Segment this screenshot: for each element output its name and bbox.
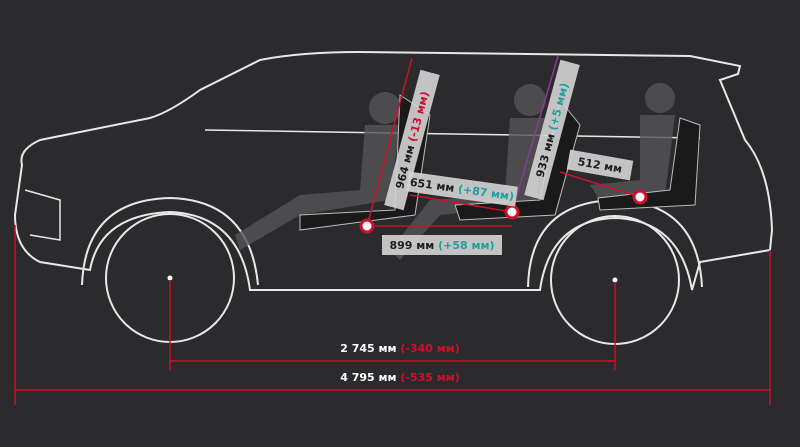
wheelbase-label: 2 745 мм (-340 мм) (340, 342, 460, 355)
svg-text:899 мм (+58 мм): 899 мм (+58 мм) (389, 239, 494, 252)
front-to-second-label: 899 мм (+58 мм) (382, 235, 502, 255)
front-bumper (24, 189, 61, 241)
car-body-outline (13, 50, 774, 291)
window-line (204, 129, 701, 139)
front-axle-dot (167, 275, 173, 281)
rear-axle-dot (612, 277, 618, 283)
overall-length-label: 4 795 мм (-535 мм) (340, 371, 460, 384)
dimension-lines (14, 55, 771, 405)
second-legroom-label: 651 мм (+87 мм) (406, 171, 518, 207)
passenger-silhouettes (235, 83, 675, 260)
third-legroom-label: 512 мм (566, 149, 634, 181)
